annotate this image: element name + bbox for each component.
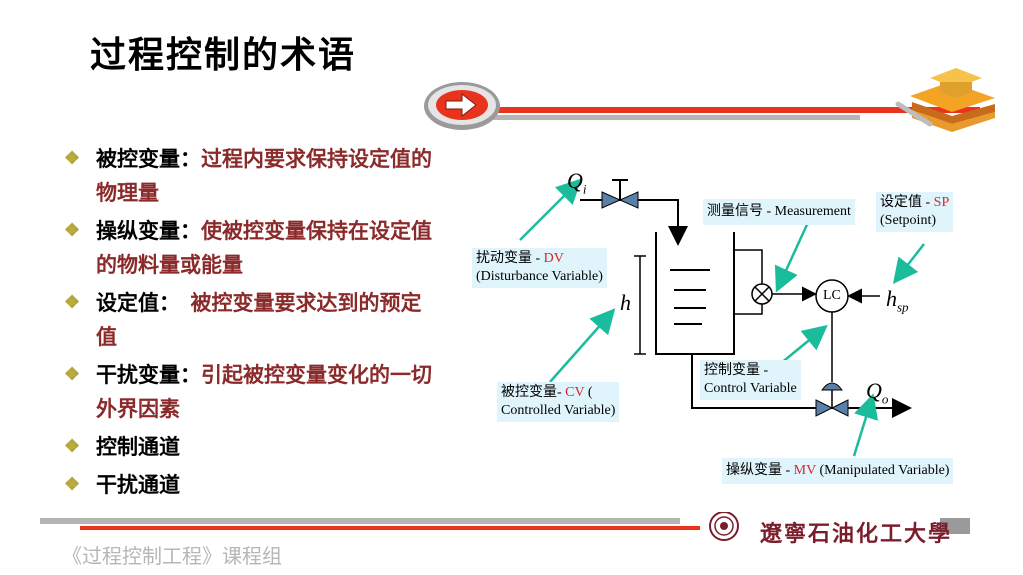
term-list: ❖ 被控变量：过程内要求保持设定值的物理量 ❖ 操纵变量：使被控变量保持在设定值…: [62, 142, 432, 506]
term-definition: 过程内要求保持设定值的物理量: [96, 146, 432, 205]
lc-label: LC: [823, 288, 841, 303]
graduation-book-icon: [895, 68, 995, 132]
term-label: 干扰通道: [96, 472, 180, 497]
term-definition: 引起被控变量变化的一切外界因素: [96, 362, 432, 421]
level-control-diagram: [519, 178, 925, 457]
university-seal-icon: [709, 512, 739, 541]
term-label: 被控变量：: [96, 146, 201, 171]
term-definition: 使被控变量保持在设定值的物料量或能量: [96, 218, 432, 277]
level-symbol: h: [620, 290, 631, 315]
diamond-bullet-icon: ❖: [64, 436, 81, 457]
mv-label: 操纵变量 - MV (Manipulated Variable): [722, 458, 954, 484]
setpoint-label: 设定值 - SP (Setpoint): [876, 192, 954, 232]
diamond-bullet-icon: ❖: [64, 474, 81, 495]
arrow-icon[interactable]: [424, 82, 500, 130]
diamond-bullet-icon: ❖: [64, 220, 81, 241]
diamond-bullet-icon: ❖: [64, 364, 81, 385]
level-controller: [815, 279, 880, 382]
inflow-symbol: Qi: [567, 168, 587, 197]
footer-gray-line: [40, 518, 680, 524]
setpoint-symbol: hsp: [886, 286, 909, 315]
page-title: 过程控制的术语: [90, 34, 357, 76]
inflow-pipe: [580, 179, 688, 246]
outflow-pipe: [691, 354, 912, 418]
callout-arrows: [519, 178, 925, 457]
list-item: ❖ 干扰变量：引起被控变量变化的一切外界因素: [62, 358, 432, 426]
diamond-bullet-icon: ❖: [64, 292, 81, 313]
outflow-symbol: Qo: [866, 378, 889, 407]
measurement-label: 测量信号 - Measurement: [703, 199, 855, 225]
term-label: 干扰变量：: [96, 362, 201, 387]
list-item: ❖ 干扰通道: [62, 468, 432, 502]
header-decoration: [424, 68, 995, 132]
term-label: 操纵变量：: [96, 218, 201, 243]
university-name: 遼寧石油化工大學: [760, 521, 953, 547]
tank: [634, 232, 735, 355]
diamond-bullet-icon: ❖: [64, 148, 81, 169]
level-sensor: [734, 249, 817, 315]
control-variable-label: 控制变量 - Control Variable: [700, 360, 801, 400]
term-label: 控制通道: [96, 434, 180, 459]
header-red-line: [480, 107, 980, 113]
dv-label: 扰动变量 - DV (Disturbance Variable): [472, 248, 607, 288]
footer-block: [940, 518, 970, 534]
term-definition: 被控变量要求达到的预定值: [96, 290, 422, 349]
list-item: ❖ 控制通道: [62, 430, 432, 464]
cv-label: 被控变量- CV ( Controlled Variable): [497, 382, 620, 422]
term-label: 设定值：: [96, 290, 170, 315]
footer-course: 《过程控制工程》课程组: [62, 544, 282, 568]
footer-decoration: [40, 512, 970, 541]
header-gray-line: [480, 115, 860, 120]
list-item: ❖ 被控变量：过程内要求保持设定值的物理量: [62, 142, 432, 210]
list-item: ❖ 操纵变量：使被控变量保持在设定值的物料量或能量: [62, 214, 432, 282]
footer-red-line: [80, 526, 700, 530]
list-item: ❖ 设定值： 被控变量要求达到的预定值: [62, 286, 432, 354]
